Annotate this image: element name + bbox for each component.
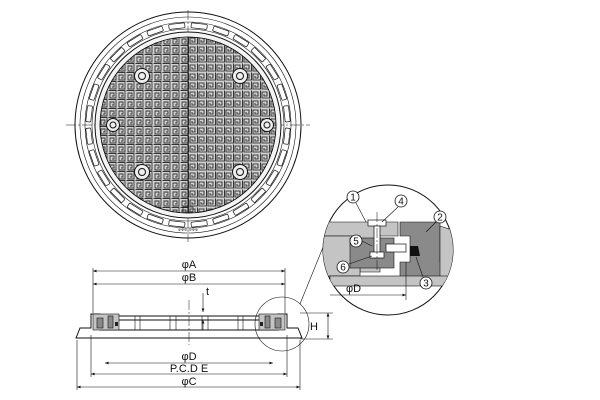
frame-slot bbox=[232, 34, 250, 48]
frame-slot bbox=[190, 22, 208, 30]
frame-slot-outer-ring bbox=[84, 21, 292, 229]
detail-seal bbox=[410, 246, 420, 256]
cover-rib bbox=[134, 315, 141, 331]
cover-edge-line bbox=[99, 36, 277, 214]
frame-slot bbox=[265, 63, 279, 81]
frame-slot-inner-ring bbox=[91, 28, 285, 222]
dim-label-t: t bbox=[206, 286, 209, 298]
bolt-boss bbox=[134, 164, 150, 180]
frame-slots bbox=[85, 22, 291, 228]
frame-slot bbox=[146, 26, 164, 37]
callout-3: 3 bbox=[415, 256, 433, 290]
cover-rib bbox=[237, 315, 244, 331]
cover-rib bbox=[201, 315, 209, 331]
svg-text:2: 2 bbox=[437, 213, 443, 224]
bolt-boss bbox=[232, 68, 248, 84]
bolt-boss bbox=[134, 68, 150, 84]
frame-slot bbox=[283, 127, 291, 145]
frame-slot bbox=[276, 83, 287, 101]
section-left-edge bbox=[92, 313, 120, 331]
hinge-lug-right bbox=[260, 118, 274, 132]
frame-slot bbox=[250, 187, 266, 203]
detail-lock-tongue bbox=[385, 243, 407, 253]
frame-slot bbox=[168, 220, 186, 228]
detail-dim-label-phi-d: φD bbox=[346, 283, 361, 295]
hinge-lug-left bbox=[106, 118, 120, 132]
frame-slot bbox=[146, 213, 164, 224]
frame-outer-ring bbox=[74, 11, 302, 239]
pry-slot bbox=[182, 206, 194, 213]
dim-label-h: H bbox=[310, 321, 318, 333]
callout-2: 2 bbox=[425, 210, 447, 233]
bolt-boss bbox=[232, 164, 248, 180]
callout-5: 5 bbox=[349, 234, 373, 248]
frame-slot bbox=[89, 83, 100, 101]
plan-view: ΦΦΦ ΦΦΦ bbox=[66, 10, 310, 242]
section-view: φA φB φD P.C.D E φC t H bbox=[75, 229, 333, 390]
frame-slot bbox=[212, 213, 230, 224]
frame-slot bbox=[110, 47, 126, 63]
frame-slot bbox=[85, 105, 93, 123]
section-right-edge bbox=[258, 313, 286, 331]
dim-label-pcd-e: P.C.D E bbox=[170, 363, 208, 375]
svg-text:5: 5 bbox=[353, 237, 359, 248]
frame-slot bbox=[97, 169, 111, 187]
frame-slot bbox=[110, 187, 126, 203]
frame-slot bbox=[126, 202, 144, 216]
frame-second-ring bbox=[79, 16, 297, 234]
frame-slot bbox=[232, 202, 250, 216]
dim-label-phi-b: φB bbox=[182, 272, 196, 284]
frame-slot bbox=[250, 47, 266, 63]
frame-slot bbox=[276, 149, 287, 167]
detail-view: φD 1 4 2 5 6 3 bbox=[322, 184, 454, 316]
frame-slot bbox=[126, 34, 144, 48]
svg-text:1: 1 bbox=[350, 193, 356, 204]
frame-slot bbox=[283, 105, 291, 123]
frame-slot bbox=[97, 63, 111, 81]
frame-slot bbox=[212, 26, 230, 37]
callout-6: 6 bbox=[336, 255, 373, 274]
callout-1: 1 bbox=[346, 190, 367, 223]
frame-slot bbox=[168, 22, 186, 30]
frame-slot bbox=[89, 149, 100, 167]
cover-rib bbox=[169, 315, 177, 331]
callout-4: 4 bbox=[381, 194, 408, 223]
cover-marking-text: ΦΦΦ ΦΦΦ bbox=[178, 227, 198, 232]
frame-slot bbox=[85, 127, 93, 145]
frame-slot bbox=[190, 220, 208, 228]
svg-text:6: 6 bbox=[340, 263, 346, 274]
dim-label-phi-c: φC bbox=[181, 376, 196, 388]
svg-text:3: 3 bbox=[423, 279, 429, 290]
detail-reference-circle bbox=[254, 296, 310, 352]
dim-label-phi-d: φD bbox=[181, 351, 196, 363]
frame-slot bbox=[265, 169, 279, 187]
svg-text:4: 4 bbox=[398, 197, 404, 208]
dim-label-phi-a: φA bbox=[182, 259, 197, 271]
